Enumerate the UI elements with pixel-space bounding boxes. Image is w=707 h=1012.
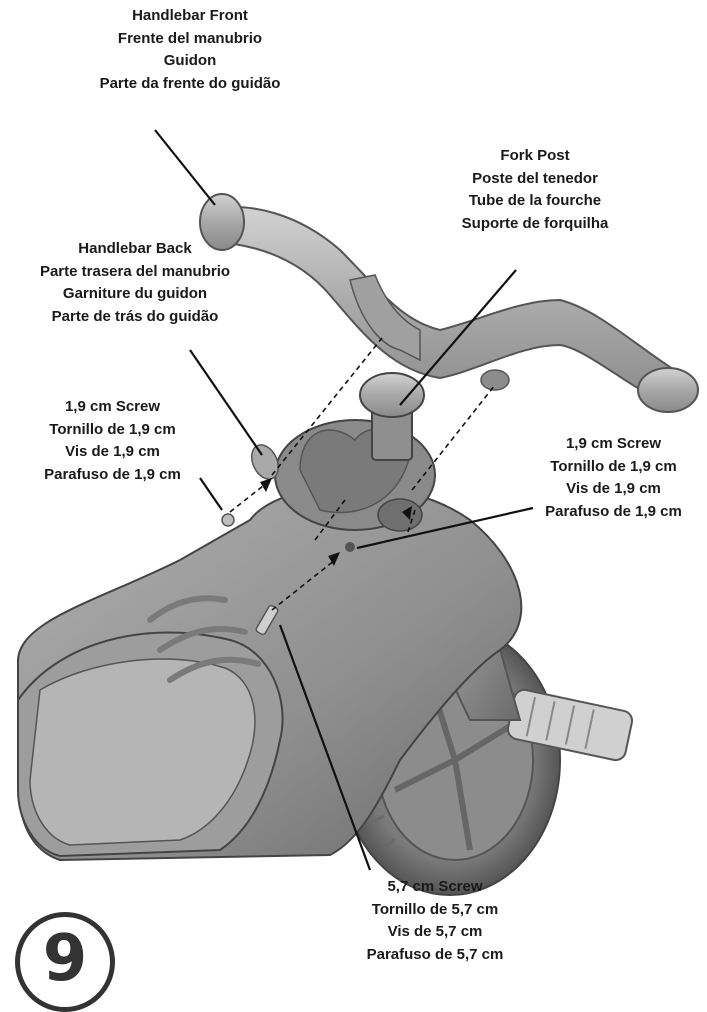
label-line: 1,9 cm Screw xyxy=(520,433,707,456)
label-handlebar-front: Handlebar Front Frente del manubrio Guid… xyxy=(40,5,340,95)
label-line: 5,7 cm Screw xyxy=(320,876,550,899)
label-line: Parafuso de 5,7 cm xyxy=(320,944,550,967)
label-line: Suporte de forquilha xyxy=(400,213,670,236)
label-line: Vis de 5,7 cm xyxy=(320,921,550,944)
label-line: Garniture du guidon xyxy=(0,283,270,306)
label-screw-bottom: 5,7 cm Screw Tornillo de 5,7 cm Vis de 5… xyxy=(320,876,550,966)
label-line: Vis de 1,9 cm xyxy=(0,441,225,464)
label-line: Parte trasera del manubrio xyxy=(0,261,270,284)
label-line: 1,9 cm Screw xyxy=(0,396,225,419)
label-line: Poste del tenedor xyxy=(400,168,670,191)
label-line: Tornillo de 1,9 cm xyxy=(520,456,707,479)
label-line: Parte de trás do guidão xyxy=(0,306,270,329)
label-line: Parafuso de 1,9 cm xyxy=(520,501,707,524)
label-line: Tube de la fourche xyxy=(400,190,670,213)
step-number: 9 xyxy=(20,919,110,999)
step-number-badge: 9 xyxy=(15,912,115,1012)
label-line: Handlebar Front xyxy=(40,5,340,28)
label-line: Fork Post xyxy=(400,145,670,168)
label-screw-right: 1,9 cm Screw Tornillo de 1,9 cm Vis de 1… xyxy=(520,433,707,523)
label-line: Handlebar Back xyxy=(0,238,270,261)
label-line: Parafuso de 1,9 cm xyxy=(0,464,225,487)
label-line: Parte da frente do guidão xyxy=(40,73,340,96)
label-handlebar-back: Handlebar Back Parte trasera del manubri… xyxy=(0,238,270,328)
label-fork-post: Fork Post Poste del tenedor Tube de la f… xyxy=(400,145,670,235)
label-line: Vis de 1,9 cm xyxy=(520,478,707,501)
label-screw-left: 1,9 cm Screw Tornillo de 1,9 cm Vis de 1… xyxy=(0,396,225,486)
label-line: Tornillo de 1,9 cm xyxy=(0,419,225,442)
label-line: Frente del manubrio xyxy=(40,28,340,51)
screw-left-part xyxy=(222,514,234,526)
label-line: Guidon xyxy=(40,50,340,73)
label-line: Tornillo de 5,7 cm xyxy=(320,899,550,922)
